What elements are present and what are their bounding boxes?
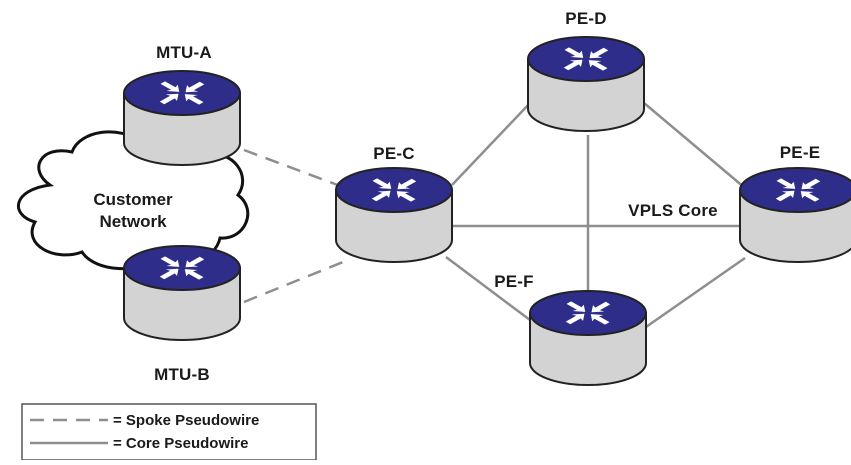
router-pe-e — [739, 167, 851, 263]
router-icon — [371, 178, 417, 202]
arrow-icon — [185, 256, 205, 268]
router-top — [527, 36, 645, 82]
arrow-icon — [588, 60, 608, 71]
customer-network-cloud — [17, 130, 250, 270]
arrow-icon — [185, 81, 205, 93]
router-pe-d — [527, 36, 645, 132]
arrow-icon — [776, 178, 796, 189]
node-label-pe-f: PE-F — [494, 272, 534, 291]
links-layer — [243, 102, 746, 329]
arrow-icon — [589, 47, 609, 59]
core-link-pe-f-pe-e — [645, 256, 746, 329]
arrow-icon — [800, 191, 820, 202]
arrow-icon — [159, 93, 179, 105]
node-label-mtu-b: MTU-B — [154, 365, 210, 384]
arrow-icon — [184, 94, 204, 105]
arrow-icon — [590, 314, 610, 325]
router-top — [529, 290, 647, 336]
spoke-link-mtu-a-pe-c — [243, 148, 344, 189]
router-icon — [563, 47, 609, 71]
arrow-icon — [372, 178, 392, 189]
arrow-icon — [563, 59, 583, 71]
router-top — [335, 167, 453, 213]
node-label-pe-d: PE-D — [565, 9, 606, 28]
router-mtu-b — [123, 245, 241, 341]
core-link-pe-d-pe-e — [643, 102, 746, 189]
arrow-icon — [396, 191, 416, 202]
router-icon — [159, 256, 205, 280]
arrow-icon — [775, 190, 795, 202]
arrow-icon — [801, 178, 821, 190]
legend: = Spoke Pseudowire = Core Pseudowire — [21, 403, 317, 461]
router-icon — [159, 81, 205, 105]
arrow-icon — [184, 269, 204, 280]
arrow-icon — [565, 313, 585, 325]
core-link-pe-c-pe-f — [445, 256, 531, 321]
node-label-mtu-a: MTU-A — [156, 43, 212, 62]
arrow-icon — [160, 81, 180, 92]
legend-box — [21, 403, 317, 461]
arrow-icon — [566, 301, 586, 312]
router-mtu-a — [123, 70, 241, 166]
router-icon — [775, 178, 821, 202]
cloud-label-line2: Network — [99, 212, 167, 231]
cloud-icon: Customer Network — [17, 130, 250, 270]
vpls-core-label: VPLS Core — [628, 201, 718, 220]
arrow-icon — [564, 47, 584, 58]
arrow-icon — [160, 256, 180, 267]
router-top — [123, 70, 241, 116]
core-link-pe-c-pe-d — [451, 102, 531, 186]
router-pe-c — [335, 167, 453, 263]
router-pe-f — [529, 290, 647, 386]
router-top — [739, 167, 851, 213]
cloud-label-line1: Customer — [93, 190, 173, 209]
arrow-icon — [159, 268, 179, 280]
node-label-pe-c: PE-C — [373, 144, 414, 163]
router-icon — [565, 301, 611, 325]
node-label-pe-e: PE-E — [780, 143, 820, 162]
routers-layer — [123, 36, 851, 386]
arrow-icon — [371, 190, 391, 202]
spoke-link-mtu-b-pe-c — [243, 260, 344, 304]
router-top — [123, 245, 241, 291]
arrow-icon — [591, 301, 611, 313]
arrow-icon — [397, 178, 417, 190]
legend-core-label: = Core Pseudowire — [113, 435, 248, 452]
legend-spoke-label: = Spoke Pseudowire — [113, 412, 259, 429]
